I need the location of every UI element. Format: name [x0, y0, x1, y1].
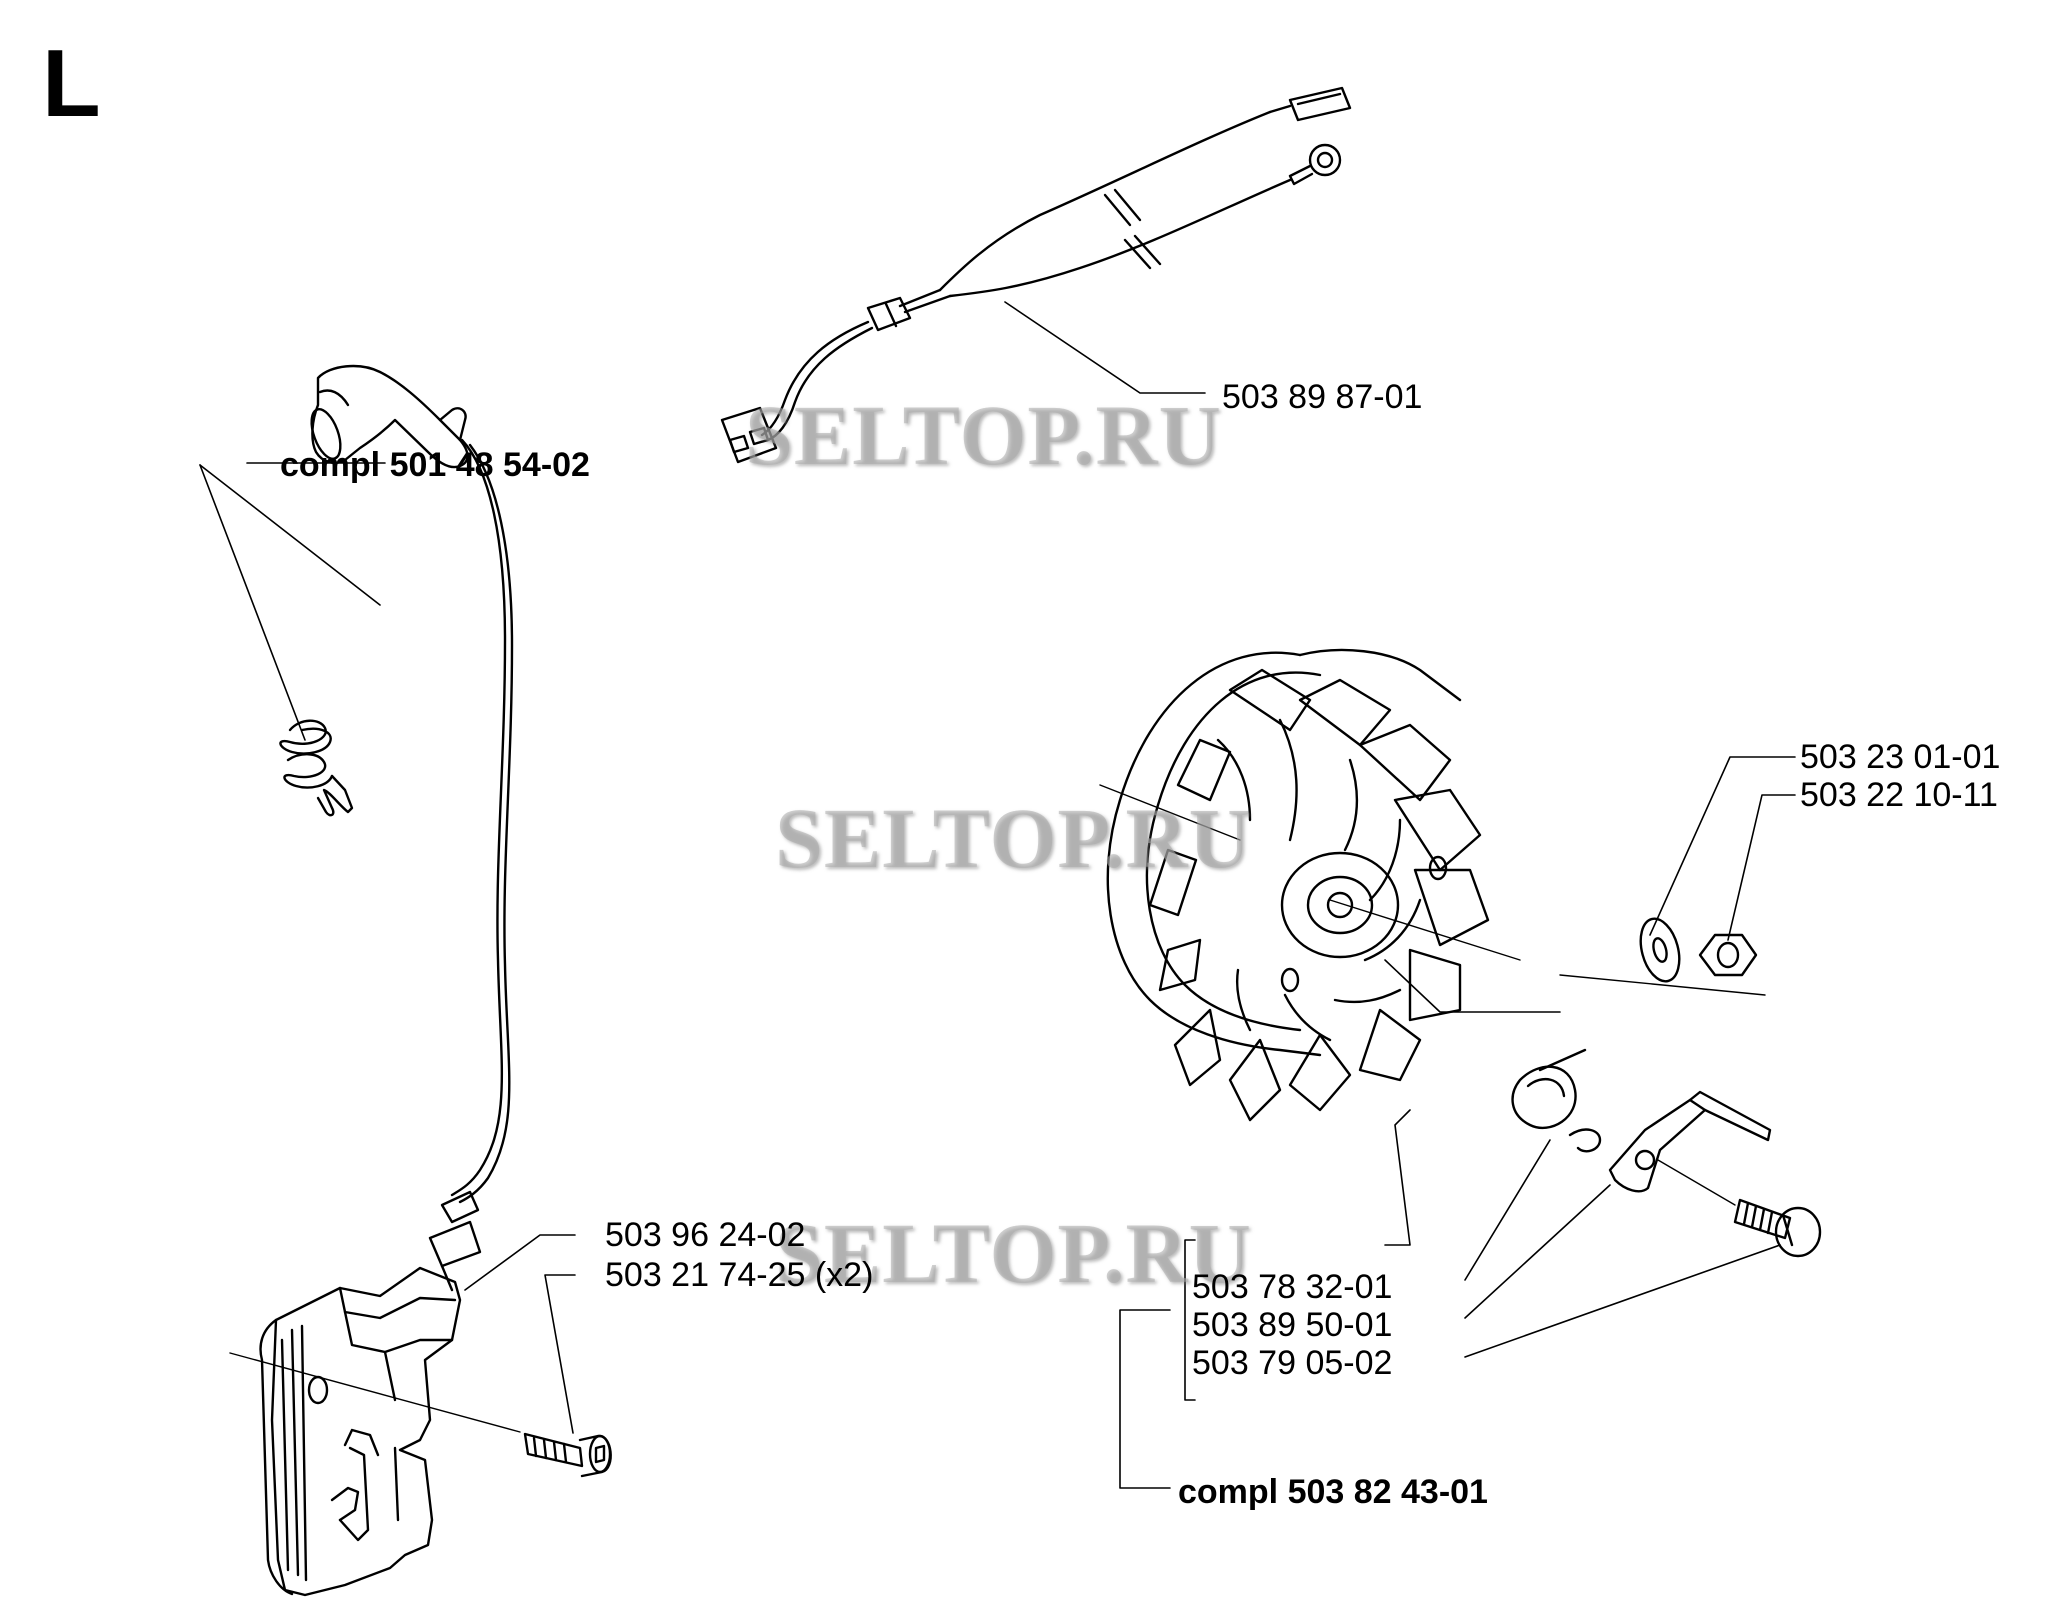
part-nut: 503 22 10-11	[1800, 776, 1998, 814]
part-ignition-cable-kit: compl 501 48 54-02	[280, 446, 590, 484]
part-spring: 503 89 50-01	[1192, 1306, 1393, 1344]
part-washer: 503 23 01-01	[1800, 738, 2001, 776]
part-module-screw: 503 21 74-25 (x2)	[605, 1256, 874, 1294]
ignition-module-drawing	[229, 1190, 612, 1597]
part-flywheel-assembly-kit: compl 503 82 43-01	[1178, 1473, 1488, 1511]
section-letter: L	[42, 30, 101, 137]
part-wire-harness: 503 89 87-01	[1222, 378, 1423, 416]
watermark-top: SELTOP.RU	[745, 387, 1222, 483]
part-ignition-module: 503 96 24-02	[605, 1216, 806, 1254]
ignition-cable-drawing	[199, 364, 514, 1204]
wire-harness-drawing	[720, 86, 1352, 464]
part-pawl: 503 79 05-02	[1192, 1344, 1393, 1382]
watermark-bottom: SELTOP.RU	[775, 1205, 1252, 1301]
watermark-middle: SELTOP.RU	[775, 790, 1252, 886]
flywheel-drawing	[1099, 648, 1822, 1489]
part-flywheel: 503 78 32-01	[1192, 1268, 1393, 1306]
